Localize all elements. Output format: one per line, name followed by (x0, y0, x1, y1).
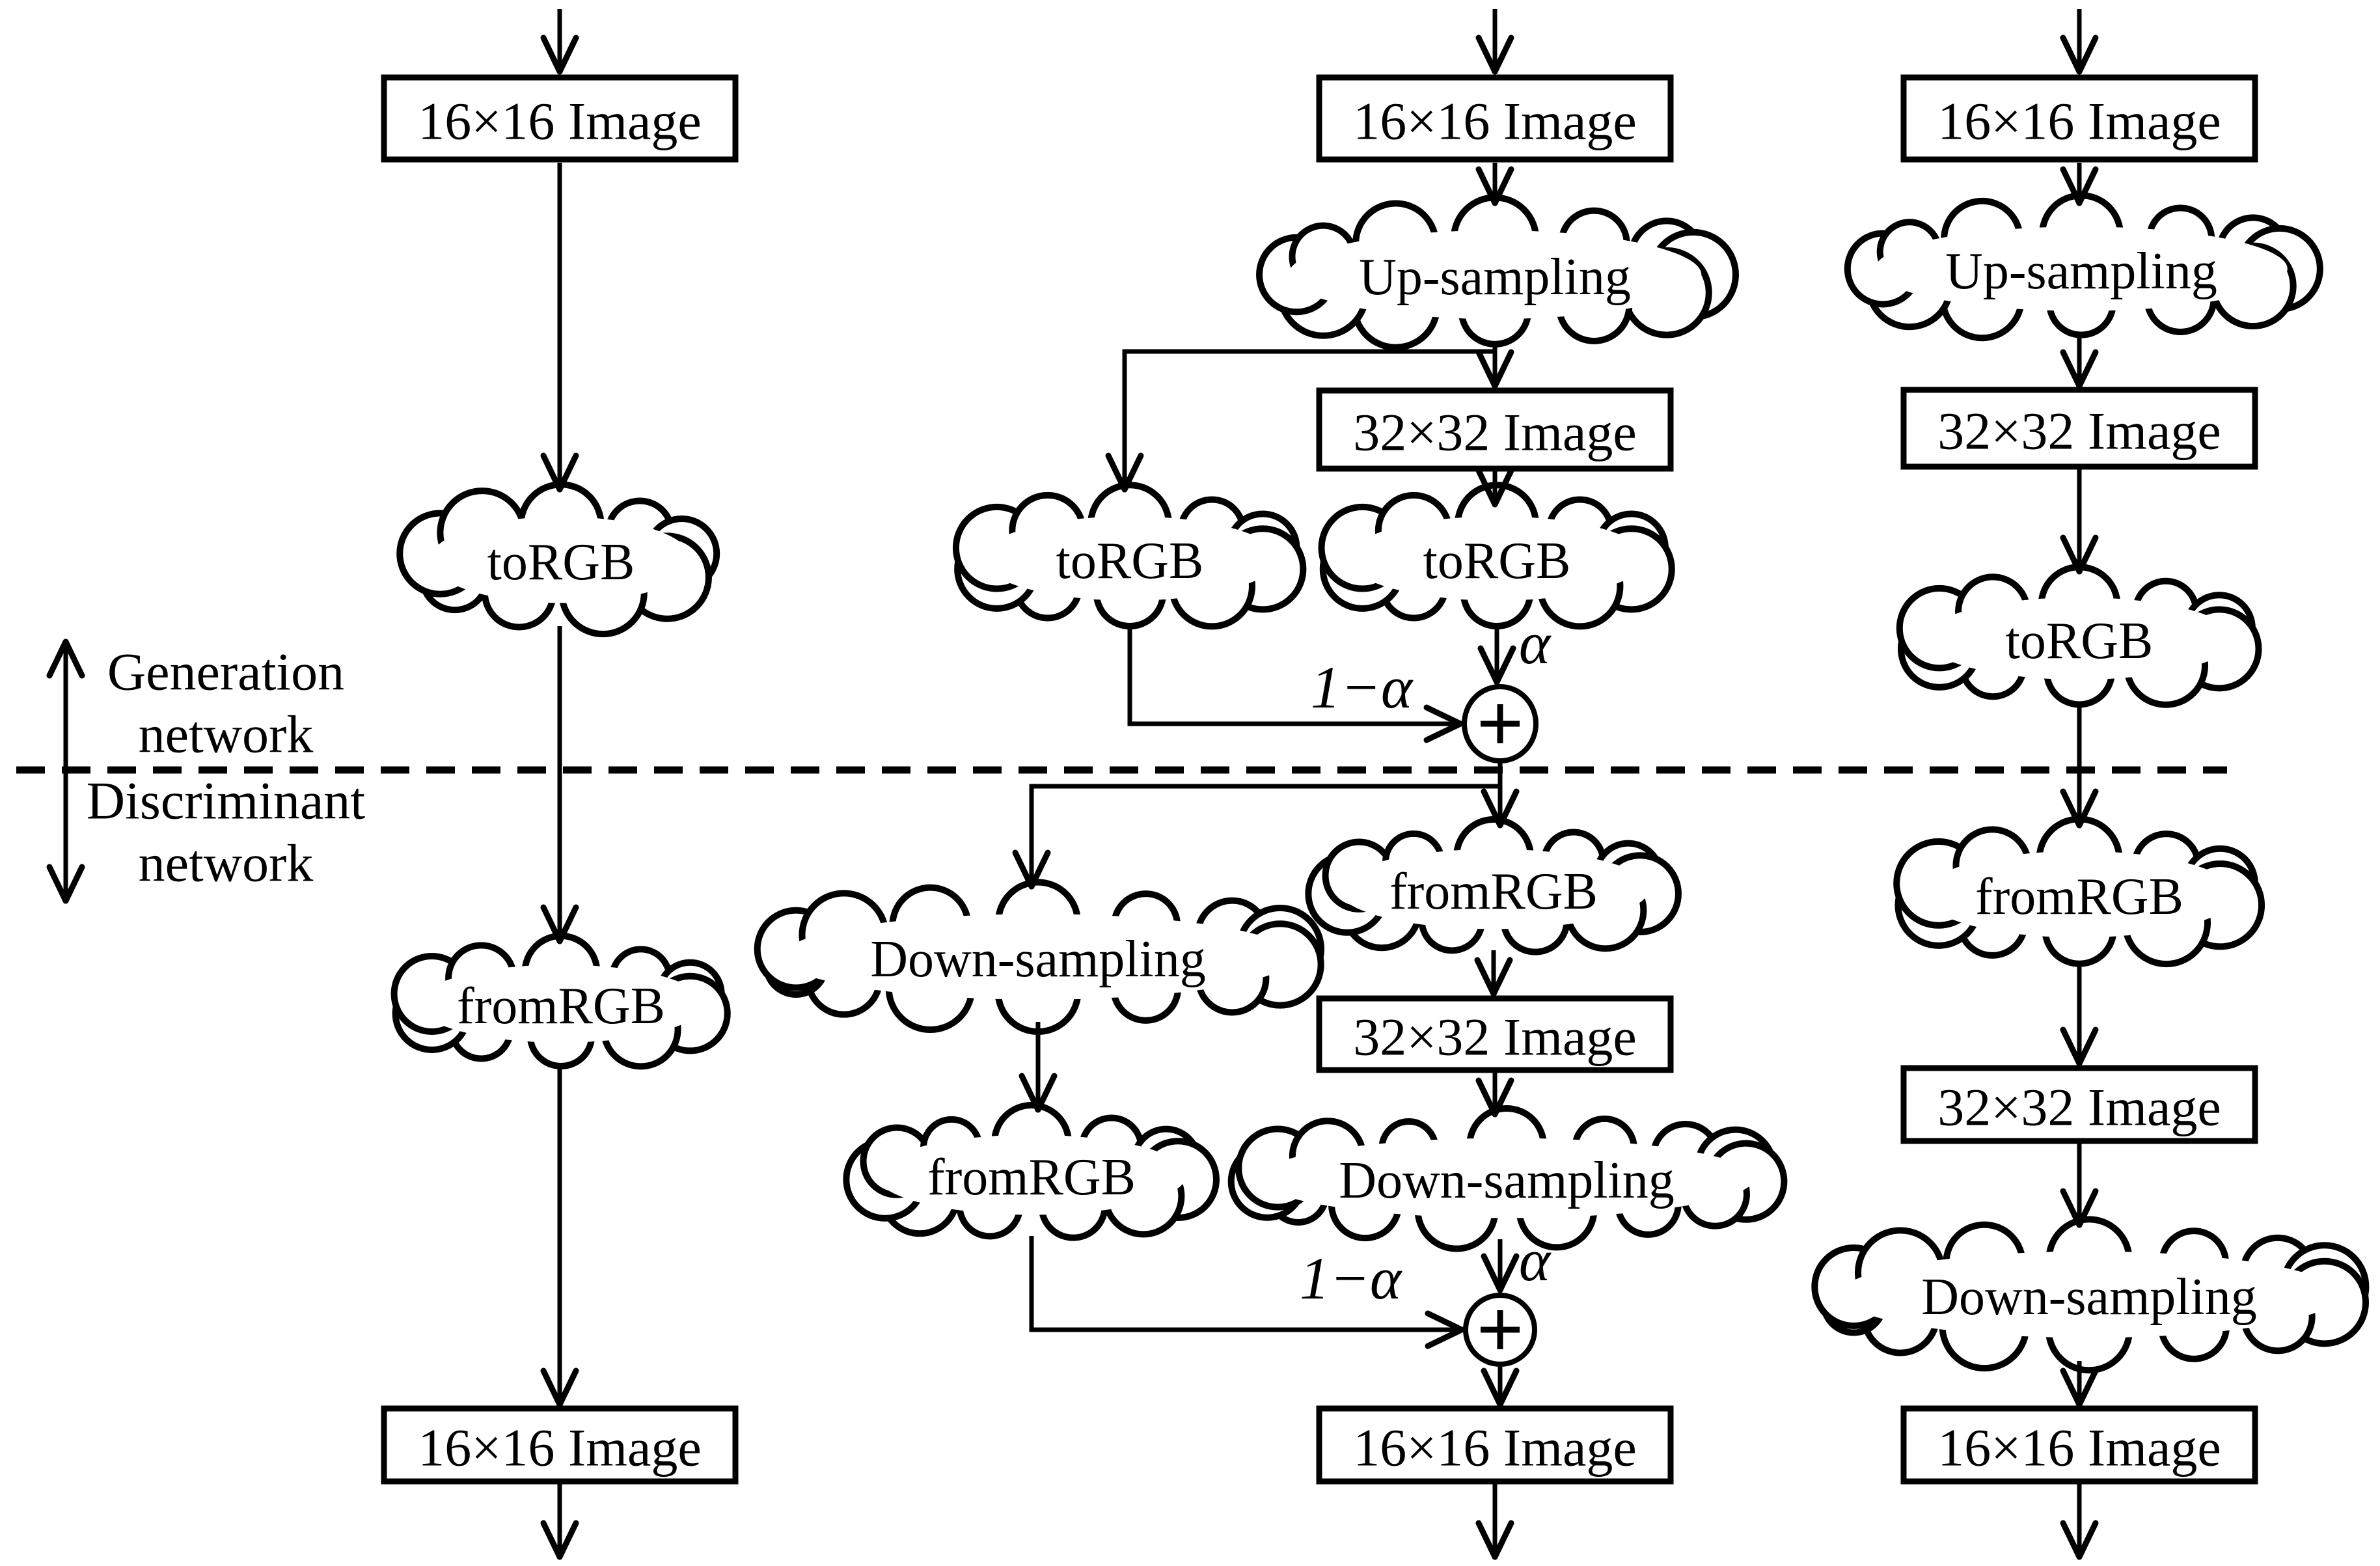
right-fromrgb-cloud: fromRGB (1893, 816, 2265, 968)
right-torgb-to-fromrgb-arrow (2060, 702, 2099, 829)
left-box-to-torgb-arrow (540, 163, 579, 493)
discriminant-line2: network (139, 834, 314, 893)
mid-left-fromrgb-cloud: fromRGB (843, 1102, 1220, 1241)
mid-entry-arrow (1475, 9, 1514, 75)
left-bottom-16x16-image-box-label: 16×16 Image (418, 1418, 702, 1477)
mid-fromrgb-to-box-arrow (1474, 950, 1513, 997)
mid-downsampling-to-sum-arrow (1481, 1239, 1520, 1293)
right-entry-arrow (2060, 9, 2099, 75)
mid-fromrgb-cloud: fromRGB (1305, 816, 1682, 955)
mid-left-fromrgb-cloud-label: fromRGB (927, 1149, 1136, 1206)
mid-disc-sum-node (1463, 1293, 1537, 1367)
right-bottom-32x32-image-box-label: 32×32 Image (1937, 1078, 2221, 1137)
mid-up-sampling-cloud: Up-sampling (1256, 194, 1739, 351)
right-top-16x16-image-box-label: 16×16 Image (1937, 92, 2221, 151)
left-top-16x16-image-box: 16×16 Image (381, 74, 739, 163)
right-box-to-upsampling-arrow (2060, 163, 2099, 206)
right-torgb-cloud: toRGB (1896, 564, 2262, 708)
mid-right-down-sampling-cloud-label: Down-sampling (1339, 1152, 1675, 1209)
mid-top-32x32-image-box: 32×32 Image (1316, 387, 1674, 472)
right-downsampling-to-box-arrow (2060, 1361, 2099, 1408)
right-up-sampling-cloud-label: Up-sampling (1945, 243, 2217, 300)
left-torgb-cloud: toRGB (396, 481, 720, 638)
generation-line2: network (139, 705, 314, 764)
left-exit-arrow (540, 1484, 579, 1560)
mid-box-to-right-torgb-arrow (1475, 467, 1514, 508)
right-down-sampling-cloud: Down-sampling (1811, 1216, 2370, 1374)
mid-up-sampling-cloud-label: Up-sampling (1359, 249, 1631, 306)
right-down-sampling-cloud-label: Down-sampling (1921, 1269, 2257, 1326)
discriminant-line1: Discriminant (87, 771, 365, 831)
one-minus-alpha-discriminant-label: 1−α (1300, 1245, 1402, 1312)
mid-top-32x32-image-box-label: 32×32 Image (1353, 403, 1637, 462)
right-bottom-16x16-image-box: 16×16 Image (1900, 1405, 2258, 1485)
mid-left-downsampling-to-fromrgb-arrow (1019, 1022, 1058, 1113)
right-fromrgb-to-box-arrow (2060, 961, 2099, 1067)
right-bottom-16x16-image-box-label: 16×16 Image (1937, 1418, 2221, 1477)
left-bottom-16x16-image-box: 16×16 Image (381, 1405, 739, 1485)
mid-fromrgb-cloud-label: fromRGB (1389, 863, 1598, 920)
right-torgb-cloud-label: toRGB (2006, 612, 2154, 670)
mid-box-to-downsampling-arrow (1475, 1071, 1514, 1118)
left-top-16x16-image-box-label: 16×16 Image (418, 92, 702, 151)
mid-left-torgb-to-sum-arrow (1127, 623, 1464, 743)
mid-left-down-sampling-cloud-label: Down-sampling (870, 931, 1206, 988)
right-box-to-torgb-arrow (2060, 468, 2099, 575)
alpha-discriminant-label: α (1519, 1227, 1552, 1293)
mid-branch-to-left-downsampling-arrow (1012, 784, 1500, 890)
mid-top-16x16-image-box-label: 16×16 Image (1353, 92, 1637, 151)
left-torgb-to-fromrgb-arrow (540, 626, 579, 944)
mid-box-to-upsampling-arrow (1475, 163, 1514, 206)
generation-line1: Generation (107, 642, 344, 702)
left-entry-arrow (540, 9, 579, 75)
right-upsampling-to-box-arrow (2060, 333, 2099, 389)
mid-left-torgb-cloud: toRGB (952, 482, 1307, 630)
mid-bottom-16x16-image-box: 16×16 Image (1316, 1405, 1674, 1485)
mid-gen-sum-node (1462, 684, 1539, 763)
mid-sum-to-fromrgb-arrow (1481, 762, 1520, 829)
mid-right-down-sampling-cloud: Down-sampling (1227, 1105, 1788, 1252)
right-up-sampling-cloud: Up-sampling (1844, 192, 2323, 342)
left-fromrgb-to-box-arrow (540, 1064, 579, 1408)
right-bottom-32x32-image-box: 32×32 Image (1900, 1065, 2258, 1144)
right-box-to-downsampling-arrow (2060, 1142, 2099, 1228)
mid-left-torgb-cloud-label: toRGB (1056, 532, 1204, 590)
mid-bottom-32x32-image-box: 32×32 Image (1316, 995, 1674, 1073)
right-fromrgb-cloud-label: fromRGB (1975, 868, 2183, 926)
mid-exit-arrow (1475, 1484, 1514, 1560)
left-fromrgb-cloud-label: fromRGB (457, 978, 665, 1035)
mid-right-torgb-to-sum-arrow (1477, 623, 1516, 685)
right-top-32x32-image-box: 32×32 Image (1900, 387, 2258, 470)
mid-bottom-16x16-image-box-label: 16×16 Image (1353, 1418, 1637, 1477)
right-exit-arrow (2060, 1484, 2099, 1560)
network-span-double-arrow (46, 639, 85, 904)
right-top-32x32-image-box-label: 32×32 Image (1937, 402, 2221, 461)
mid-right-torgb-cloud-label: toRGB (1423, 532, 1571, 590)
one-minus-alpha-generation-label: 1−α (1311, 654, 1414, 721)
mid-right-torgb-cloud: toRGB (1318, 482, 1675, 630)
right-top-16x16-image-box: 16×16 Image (1900, 74, 2258, 163)
mid-left-down-sampling-cloud: Down-sampling (754, 879, 1324, 1036)
left-fromrgb-cloud: fromRGB (390, 932, 731, 1070)
mid-top-16x16-image-box: 16×16 Image (1316, 74, 1674, 163)
mid-sum-to-box-arrow (1481, 1367, 1520, 1408)
left-torgb-cloud-label: toRGB (487, 534, 635, 591)
mid-skip-branch-to-left-torgb-arrow (1105, 349, 1495, 493)
mid-bottom-32x32-image-box-label: 32×32 Image (1353, 1008, 1637, 1067)
mid-left-fromrgb-to-sum-arrow (1029, 1236, 1465, 1349)
alpha-generation-label: α (1519, 610, 1552, 676)
